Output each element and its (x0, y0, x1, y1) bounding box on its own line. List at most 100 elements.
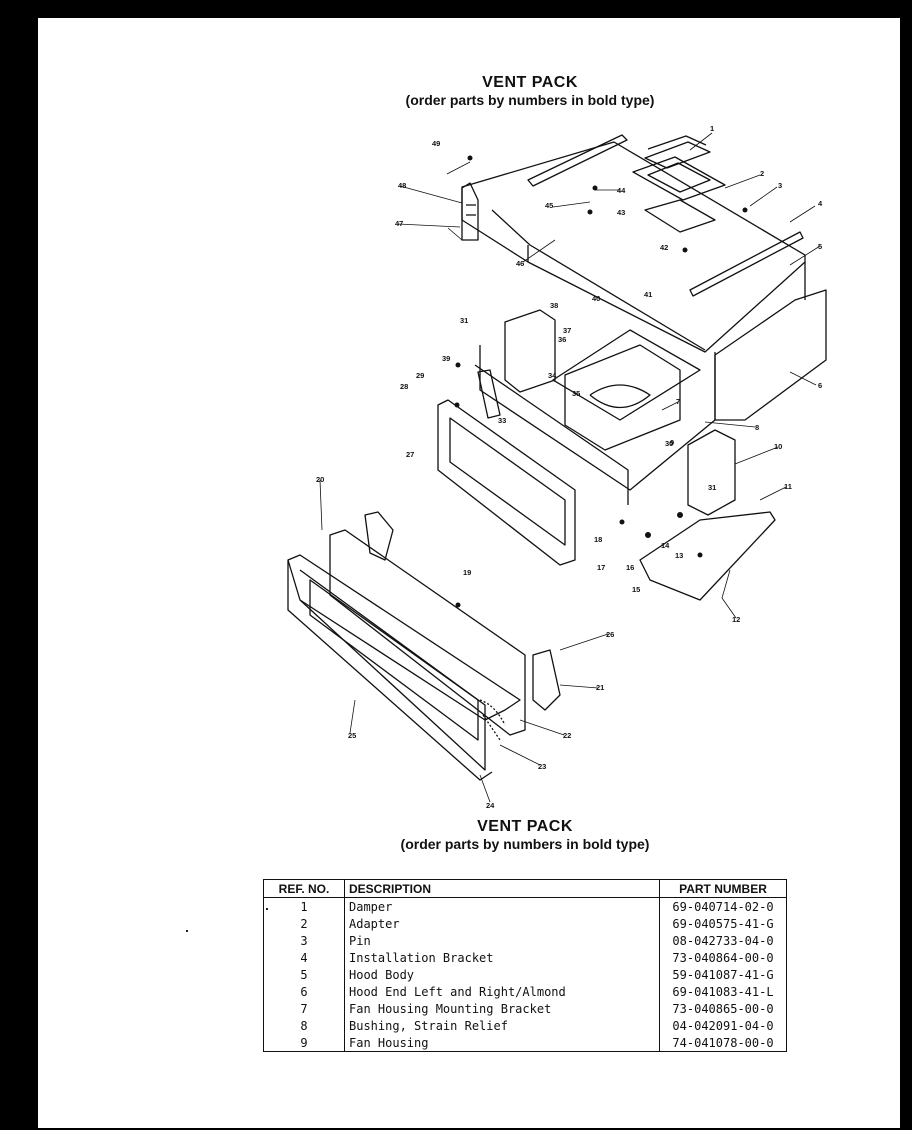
svg-text:35: 35 (572, 389, 580, 398)
svg-text:24: 24 (486, 801, 495, 810)
description-cell: Fan Housing (344, 1034, 660, 1052)
svg-text:8: 8 (755, 423, 759, 432)
description-cell: Installation Bracket (344, 949, 660, 966)
svg-text:17: 17 (597, 563, 605, 572)
svg-text:29: 29 (416, 371, 424, 380)
diagram-subtitle: (order parts by numbers in bold type) (405, 92, 655, 108)
svg-text:34: 34 (548, 371, 557, 380)
part-number-cell: 74-041078-00-0 (659, 1034, 787, 1052)
svg-text:11: 11 (784, 482, 792, 491)
svg-text:18: 18 (594, 535, 602, 544)
svg-text:46: 46 (516, 259, 524, 268)
table-header-row: REF. NO. DESCRIPTION PART NUMBER (263, 879, 787, 898)
svg-text:7: 7 (676, 397, 680, 406)
grille-panel (329, 529, 526, 736)
svg-text:47: 47 (395, 219, 403, 228)
svg-text:20: 20 (316, 475, 324, 484)
adapter (632, 156, 726, 201)
svg-text:2: 2 (760, 169, 764, 178)
svg-text:38: 38 (550, 301, 558, 310)
left-end-bracket (461, 182, 479, 241)
part-number-cell: 69-040714-02-0 (659, 897, 787, 915)
svg-text:37: 37 (563, 326, 571, 335)
fasteners (454, 155, 748, 608)
fan-housing-mounting-bracket (504, 309, 556, 393)
ref-no-cell: 5 (263, 966, 345, 983)
svg-text:31: 31 (708, 483, 716, 492)
fan-housing (564, 344, 681, 451)
installation-bracket (527, 134, 628, 187)
diagram-title: VENT PACK (482, 74, 578, 91)
svg-text:6: 6 (818, 381, 822, 390)
ref-no-cell: 1 (263, 897, 345, 915)
part-number-cell: 73-040865-00-0 (659, 1000, 787, 1017)
part-number-cell: 69-041083-41-L (659, 983, 787, 1000)
document-page: VENT PACK (order parts by numbers in bol… (38, 18, 900, 1128)
svg-text:5: 5 (818, 242, 822, 251)
ref-no-cell: 3 (263, 932, 345, 949)
description-cell: Hood Body (344, 966, 660, 983)
ref-no-cell: 6 (263, 983, 345, 1000)
svg-text:41: 41 (644, 290, 652, 299)
svg-text:1: 1 (710, 124, 714, 133)
svg-text:43: 43 (617, 208, 625, 217)
svg-text:9: 9 (670, 438, 674, 447)
description-cell: Bushing, Strain Relief (344, 1017, 660, 1034)
svg-text:23: 23 (538, 762, 546, 771)
ref-no-cell: 4 (263, 949, 345, 966)
ref-no-cell: 9 (263, 1034, 345, 1052)
speck (266, 908, 268, 910)
svg-text:16: 16 (626, 563, 634, 572)
svg-text:33: 33 (498, 416, 506, 425)
svg-text:44: 44 (617, 186, 626, 195)
ref-no-cell: 2 (263, 915, 345, 932)
svg-text:30: 30 (665, 439, 673, 448)
description-cell: Hood End Left and Right/Almond (344, 983, 660, 1000)
speck (186, 930, 188, 932)
hood-front-panel (479, 345, 716, 491)
svg-text:45: 45 (545, 201, 553, 210)
svg-text:21: 21 (596, 683, 604, 692)
svg-text:25: 25 (348, 731, 356, 740)
part-number-cell: 59-041087-41-G (659, 966, 787, 983)
ref-no-cell: 8 (263, 1017, 345, 1034)
part-number-cell: 69-040575-41-G (659, 915, 787, 932)
description-cell: Damper (344, 897, 660, 915)
table-header: VENT PACK (order parts by numbers in bol… (0, 818, 912, 852)
col-part-number: PART NUMBER (659, 879, 787, 898)
svg-text:3: 3 (778, 181, 782, 190)
part-number-cell: 04-042091-04-0 (659, 1017, 787, 1034)
description-cell: Fan Housing Mounting Bracket (344, 1000, 660, 1017)
svg-text:19: 19 (463, 568, 471, 577)
svg-text:10: 10 (774, 442, 782, 451)
svg-text:15: 15 (632, 585, 640, 594)
svg-text:13: 13 (675, 551, 683, 560)
svg-text:4: 4 (818, 199, 823, 208)
svg-text:40: 40 (592, 294, 600, 303)
diagram-header: VENT PACK (order parts by numbers in bol… (0, 74, 912, 108)
svg-text:14: 14 (661, 541, 670, 550)
side-bracket-right (532, 649, 561, 711)
part-number-cell: 73-040864-00-0 (659, 949, 787, 966)
table-title: VENT PACK (477, 818, 573, 835)
hood-end-right (714, 289, 827, 421)
leader-lines (319, 132, 821, 803)
col-description: DESCRIPTION (344, 879, 660, 898)
svg-text:31: 31 (460, 316, 468, 325)
hood-top-panel (461, 141, 806, 353)
control-panel (437, 399, 576, 566)
col-ref-no: REF. NO. (263, 879, 345, 898)
table-subtitle: (order parts by numbers in bold type) (400, 836, 650, 852)
